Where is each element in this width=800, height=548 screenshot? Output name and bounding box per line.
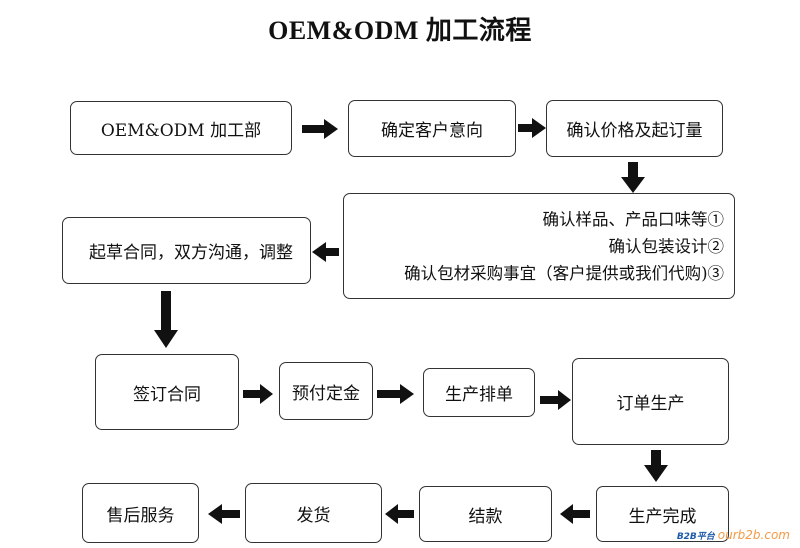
step-settle-label: 结款 — [468, 506, 503, 527]
watermark-brand: B2B平台 — [676, 532, 715, 542]
arrow-dept-to-intent — [302, 119, 338, 139]
step-intent: 确定客户意向 — [348, 100, 516, 157]
step-deposit: 预付定金 — [279, 362, 373, 420]
arrow-done-to-settle — [560, 504, 590, 524]
step-deposit-label: 预付定金 — [292, 383, 360, 404]
arrow-schedule-to-produce — [540, 390, 571, 410]
step-schedule: 生产排单 — [423, 368, 535, 417]
confirm-line-2: 确认包装设计② — [608, 236, 725, 256]
watermark-site: ourb2b.com — [717, 528, 790, 542]
arrow-price-to-confirm — [621, 162, 645, 193]
step-dept-label: OEM&ODM 加工部 — [100, 120, 262, 141]
confirm-line-1: 确认样品、产品口味等① — [542, 209, 725, 229]
step-produce: 订单生产 — [572, 358, 729, 445]
step-done: 生产完成 — [596, 486, 729, 542]
step-produce-label: 订单生产 — [616, 394, 685, 414]
diagram-title: OEM&ODM 加工流程 — [268, 16, 532, 45]
confirm-line-3: 确认包材采购事宜（客户提供或我们代购)③ — [404, 263, 724, 283]
arrow-intent-to-price — [518, 118, 546, 138]
step-sign-label: 签订合同 — [133, 384, 201, 405]
arrow-draft-to-sign — [154, 291, 178, 348]
arrow-produce-to-done — [644, 450, 668, 482]
step-sign: 签订合同 — [95, 354, 239, 430]
step-price-label: 确认价格及起订量 — [566, 121, 703, 141]
step-draft: 起草合同，双方沟通，调整 — [62, 217, 311, 284]
arrow-sign-to-deposit — [243, 384, 273, 404]
arrow-deposit-to-schedule — [377, 384, 414, 404]
step-ship: 发货 — [245, 483, 382, 543]
step-service: 售后服务 — [82, 483, 199, 543]
arrow-ship-to-service — [208, 504, 240, 524]
step-ship-label: 发货 — [296, 505, 331, 526]
step-settle: 结款 — [419, 486, 552, 542]
step-schedule-label: 生产排单 — [445, 385, 513, 405]
arrow-settle-to-ship — [385, 504, 414, 524]
step-confirm: 确认样品、产品口味等① 确认包装设计② 确认包材采购事宜（客户提供或我们代购)③ — [343, 193, 735, 299]
step-draft-label: 起草合同，双方沟通，调整 — [89, 243, 293, 263]
step-intent-label: 确定客户意向 — [381, 121, 483, 141]
step-service-label: 售后服务 — [106, 505, 175, 526]
step-done-label: 生产完成 — [628, 506, 697, 527]
step-dept: OEM&ODM 加工部 — [70, 101, 292, 155]
step-price: 确认价格及起订量 — [546, 100, 723, 157]
arrow-confirm-to-draft — [312, 242, 339, 262]
